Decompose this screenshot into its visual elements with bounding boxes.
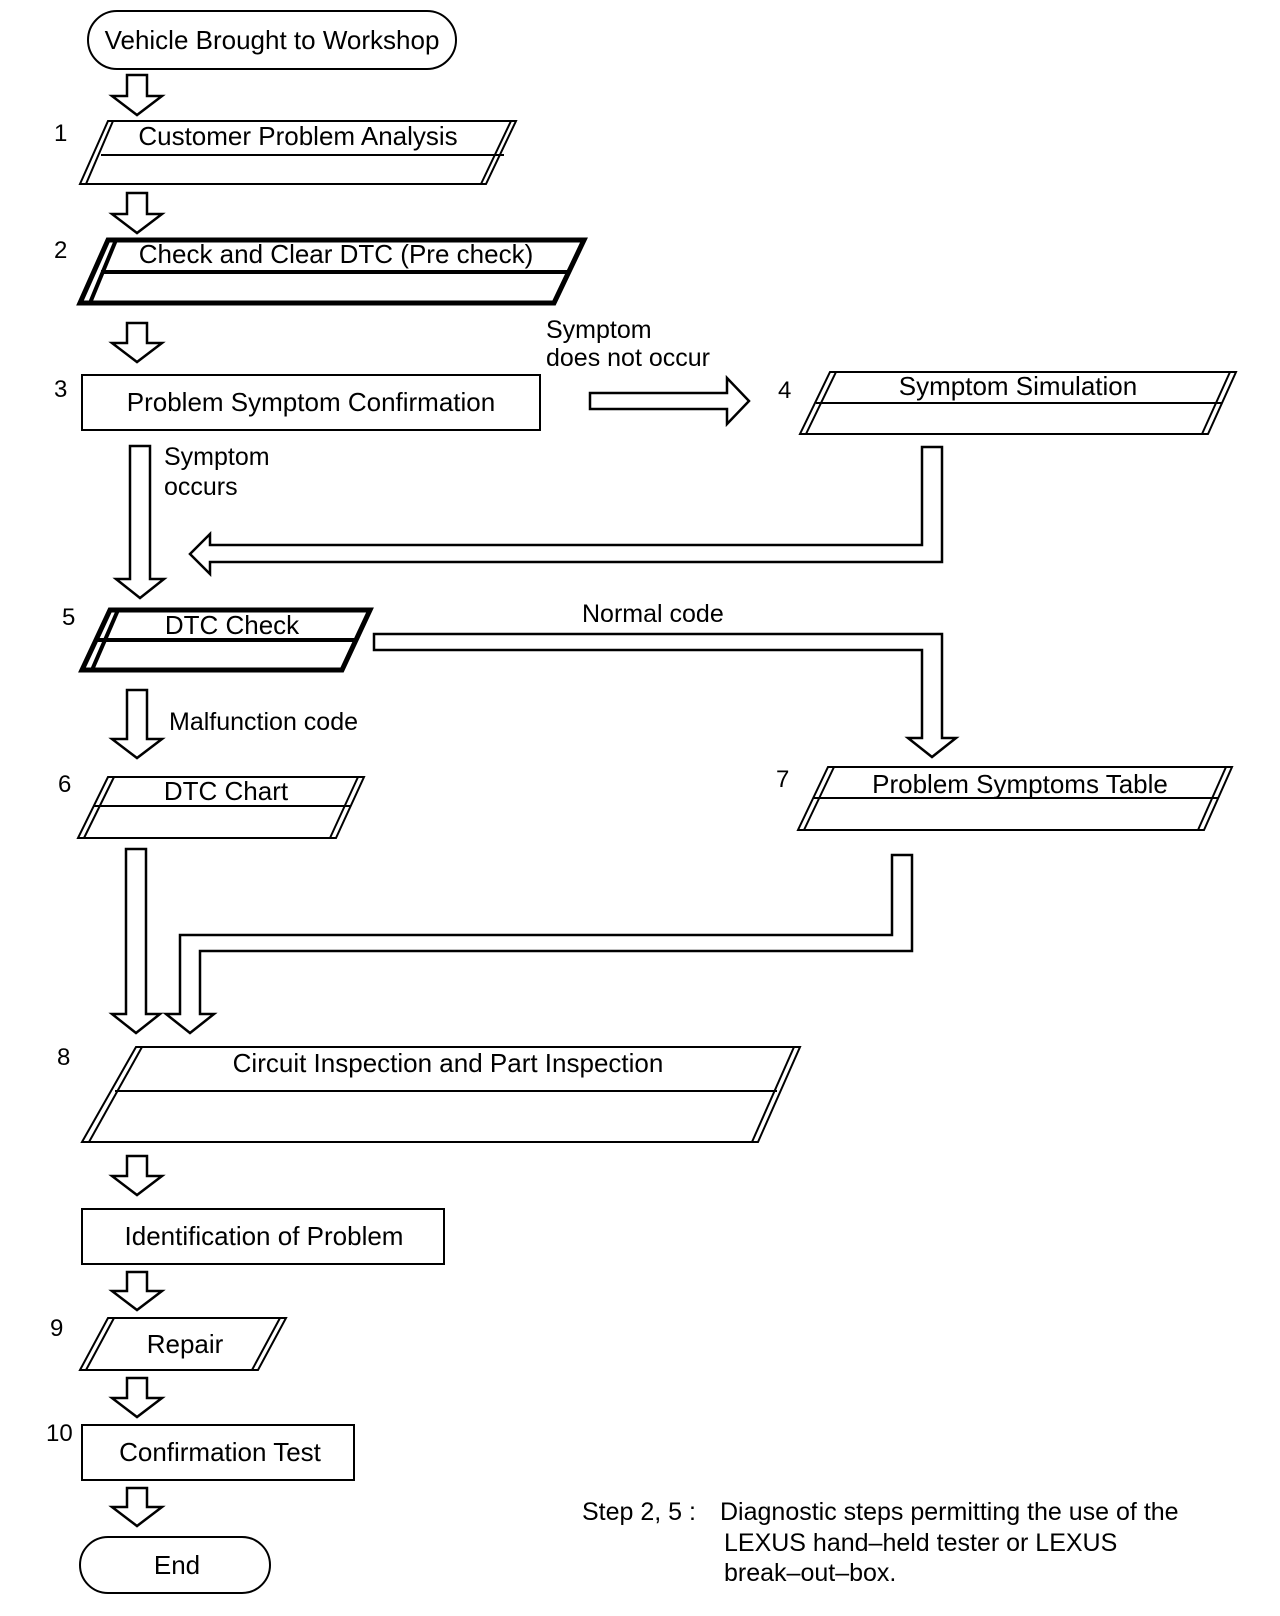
step-label: Problem Symptom Confirmation [127, 387, 495, 417]
step-label: Problem Symptoms Table [872, 769, 1168, 799]
step-label: DTC Chart [164, 776, 289, 806]
step-number: 3 [54, 376, 67, 403]
step-label: Customer Problem Analysis [138, 121, 457, 151]
end-label: End [154, 1550, 200, 1580]
step-3-problem-symptom-confirmation: 3 Problem Symptom Confirmation [54, 374, 541, 431]
down-arrow [108, 1486, 166, 1528]
step-number: 9 [50, 1315, 63, 1342]
down-arrow [108, 1270, 166, 1312]
label-symptom-occurs-1: Symptom [164, 443, 270, 471]
footnote-line-3: break–out–box. [724, 1559, 896, 1587]
down-arrow [108, 688, 166, 760]
label-symptom-occurs-2: occurs [164, 473, 238, 501]
step-label: Circuit Inspection and Part Inspection [233, 1048, 664, 1078]
footnote-line-1: Diagnostic steps permitting the use of t… [720, 1498, 1179, 1526]
right-arrow-symptom-does-not-occur [588, 374, 751, 428]
step-label: Repair [147, 1329, 224, 1359]
footnote-line-2: LEXUS hand–held tester or LEXUS [724, 1529, 1117, 1557]
down-arrow [108, 191, 166, 235]
step-label: Symptom Simulation [899, 371, 1137, 401]
label-symptom-not-occur-1: Symptom [546, 316, 652, 344]
return-arrow-from-simulation [188, 445, 944, 578]
down-arrow-symptom-occurs [112, 444, 168, 600]
start-label: Vehicle Brought to Workshop [105, 25, 440, 55]
elbow-arrow-normal-code [372, 632, 960, 759]
step-4-symptom-simulation: 4 Symptom Simulation [778, 371, 1238, 435]
footnote: Step 2, 5 : Diagnostic steps permitting … [582, 1498, 1179, 1587]
step-number: 2 [54, 237, 67, 264]
step-number: 7 [776, 766, 789, 793]
down-arrow [108, 1154, 166, 1197]
step-5-dtc-check: 5 DTC Check [62, 604, 374, 673]
step-label: Confirmation Test [119, 1437, 322, 1467]
label-malfunction-code: Malfunction code [169, 708, 358, 736]
start-terminal: Vehicle Brought to Workshop [87, 10, 457, 70]
footnote-prefix: Step 2, 5 : [582, 1498, 696, 1526]
step-6-dtc-chart: 6 DTC Chart [58, 771, 366, 839]
step-number: 5 [62, 604, 75, 631]
step-number: 6 [58, 771, 71, 798]
step-label: DTC Check [165, 610, 300, 640]
end-terminal: End [79, 1536, 271, 1594]
elbow-arrow-symptoms-table [162, 853, 914, 1035]
step-1-customer-problem-analysis: 1 Customer Problem Analysis [54, 120, 518, 185]
step-number: 4 [778, 377, 791, 404]
down-arrow [108, 321, 166, 364]
step-number: 1 [54, 120, 67, 147]
down-arrow [108, 73, 166, 117]
step-10-confirmation-test: 10 Confirmation Test [46, 1420, 355, 1481]
step-2-check-and-clear-dtc: 2 Check and Clear DTC (Pre check) [54, 237, 588, 306]
step-7-problem-symptoms-table: 7 Problem Symptoms Table [776, 766, 1234, 831]
down-arrow-dtc-chart [108, 847, 164, 1035]
step-9-repair: 9 Repair [50, 1315, 288, 1371]
step-8-circuit-and-part-inspection: 8 Circuit Inspection and Part Inspection [57, 1044, 802, 1143]
label-symptom-not-occur-2: does not occur [546, 344, 710, 372]
step-label: Identification of Problem [125, 1221, 404, 1251]
step-number: 8 [57, 1044, 70, 1071]
step-label: Check and Clear DTC (Pre check) [139, 239, 533, 269]
identification-of-problem: Identification of Problem [81, 1208, 445, 1265]
label-normal-code: Normal code [582, 600, 724, 628]
step-number: 10 [46, 1420, 73, 1447]
down-arrow [108, 1376, 166, 1419]
